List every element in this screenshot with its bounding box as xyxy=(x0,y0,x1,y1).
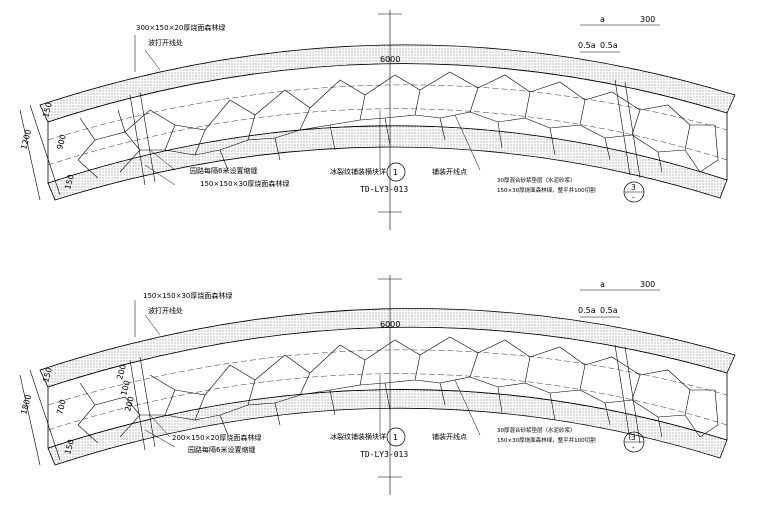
dim-small-a: 200 xyxy=(115,363,128,380)
paving-field xyxy=(47,63,728,184)
note-2: 150×30厚烧面森林绿，整平并100切割 xyxy=(497,186,596,194)
detail-num: 1 xyxy=(393,168,398,177)
label-stone-edge-a: 300×150×20厚烧面森林绿 xyxy=(136,23,225,32)
dim-width-center: 900 xyxy=(55,133,68,150)
note-2: 150×30厚烧面森林绿，整平并100切割 xyxy=(497,436,596,444)
dim-length: 6000 xyxy=(380,320,400,329)
detail-reference[interactable]: 1 TD-LY3-013 xyxy=(360,427,408,459)
section-sub: - xyxy=(631,443,636,452)
label-expansion-joint: 园路每隔6米设置缩缝 xyxy=(190,166,257,175)
detail-reference[interactable]: 1 TD-LY3-013 xyxy=(360,162,408,194)
dim-small-c: 200 xyxy=(123,395,136,412)
plan-top: 300×150×20厚烧面森林绿 波打开线处 园路每隔6米设置缩缝 150×15… xyxy=(19,10,736,230)
dim-width-center: 700 xyxy=(55,398,68,415)
section-mark[interactable]: 3 - xyxy=(623,181,645,203)
label-paving-line: 铺装开线点 xyxy=(432,167,467,176)
dim-small-b: 100 xyxy=(119,379,132,396)
label-paving-line: 铺装开线点 xyxy=(432,432,467,441)
dim-top-b: a xyxy=(600,280,605,289)
dim-top-a: 300 xyxy=(640,15,655,24)
detail-sheet: TD-LY3-013 xyxy=(360,185,408,194)
detail-num: 1 xyxy=(393,433,398,442)
dim-top-d: 0.5a xyxy=(600,306,618,315)
section-mark[interactable]: 3 - xyxy=(623,431,645,453)
dim-top-a: 300 xyxy=(640,280,655,289)
note-1: 30厚混合砂浆垫层（水泥砂浆） xyxy=(497,176,576,184)
section-sub: - xyxy=(631,193,636,202)
dim-top-d: 0.5a xyxy=(600,41,618,50)
section-num: 3 xyxy=(631,183,636,192)
label-stone-edge-a: 150×150×30厚烧面森林绿 xyxy=(143,291,232,300)
ice-crack-pattern xyxy=(77,336,719,444)
dim-length: 6000 xyxy=(380,55,400,64)
plan-bottom: 150×150×30厚烧面森林绿 波打开线处 200×150×20厚烧面森林绿 … xyxy=(19,275,736,495)
label-snap-line: 波打开线处 xyxy=(148,38,183,47)
dim-top-c: 0.5a xyxy=(578,41,596,50)
section-num: 3 xyxy=(631,433,636,442)
paving-field xyxy=(47,326,728,449)
dim-edge-b: 150 xyxy=(63,173,76,190)
label-stone-edge-b: 150×150×30厚烧面森林绿 xyxy=(200,179,289,188)
label-ice-crack: 冰裂纹铺装横块详 xyxy=(330,432,386,441)
dim-edge-a: 150 xyxy=(41,366,54,383)
dim-top-c: 0.5a xyxy=(578,306,596,315)
label-expansion-joint: 园路每隔6米设置缩缝 xyxy=(188,445,255,454)
label-snap-line: 波打开线处 xyxy=(148,306,183,315)
dim-top-b: a xyxy=(600,15,605,24)
dim-edge-a: 150 xyxy=(41,101,54,118)
note-1: 30厚混合砂浆垫层（水泥砂浆） xyxy=(497,426,576,434)
label-stone-edge-b: 200×150×20厚烧面森林绿 xyxy=(172,433,261,442)
dim-edge-b: 150 xyxy=(63,438,76,455)
dim-width-total: 1800 xyxy=(19,394,33,416)
dim-width-total: 1200 xyxy=(19,129,33,151)
label-ice-crack: 冰裂纹铺装横块详 xyxy=(330,167,386,176)
detail-sheet: TD-LY3-013 xyxy=(360,450,408,459)
